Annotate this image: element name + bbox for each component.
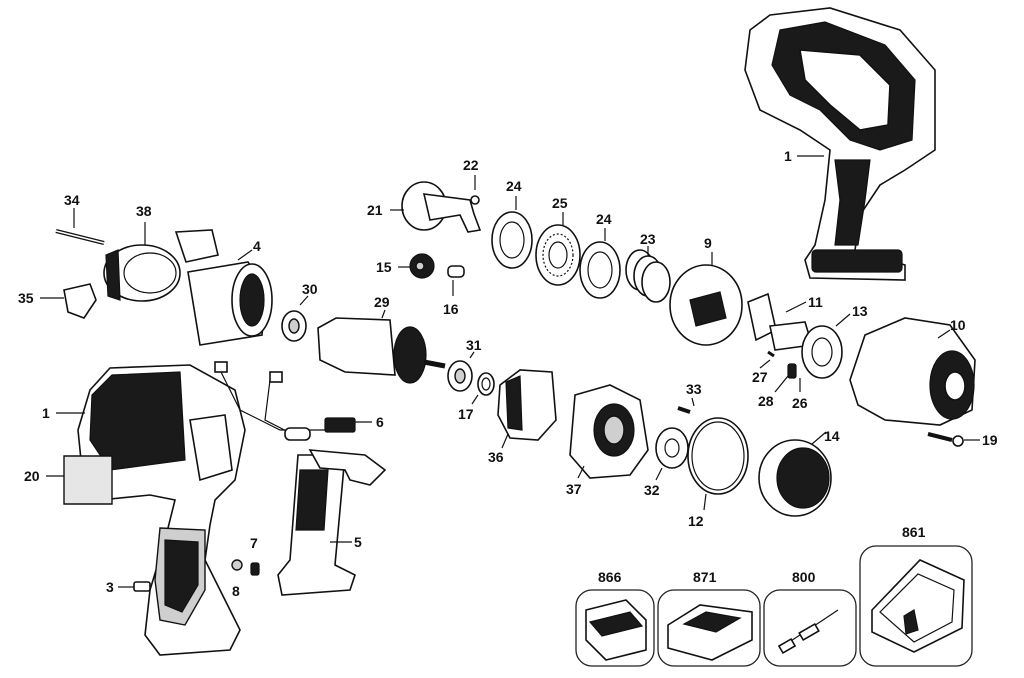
label-accessory-866: 866 bbox=[598, 569, 622, 585]
part-34-long-screw: 34 bbox=[55, 192, 105, 245]
part-11-anvil: 11 bbox=[747, 292, 823, 351]
label-part-16: 16 bbox=[443, 301, 459, 317]
label-part-32: 32 bbox=[644, 482, 660, 498]
part-33-pin: 33 bbox=[677, 381, 702, 414]
housing-half-right: 1 bbox=[744, 7, 936, 281]
part-19-screw: 19 bbox=[927, 432, 998, 448]
label-accessory-800: 800 bbox=[792, 569, 816, 585]
part-22-ball: 22 bbox=[463, 157, 480, 205]
label-part-20: 20 bbox=[24, 468, 40, 484]
part-7-8-small: 7 8 bbox=[231, 535, 260, 599]
label-part-11: 11 bbox=[808, 294, 823, 310]
part-35-brush-holder: 35 bbox=[18, 283, 97, 319]
label-part-28: 28 bbox=[758, 393, 774, 409]
part-13-washer: 13 bbox=[801, 303, 868, 379]
label-part-8: 8 bbox=[232, 583, 240, 599]
label-part-38: 38 bbox=[136, 203, 152, 219]
accessory-case-861: 861 bbox=[859, 524, 973, 667]
part-24-washer-a: 24 bbox=[491, 178, 533, 269]
label-accessory-861: 861 bbox=[902, 524, 926, 540]
part-38-brush-ring: 38 bbox=[103, 203, 219, 302]
label-part-21: 21 bbox=[367, 202, 383, 218]
label-accessory-871: 871 bbox=[693, 569, 717, 585]
part-23-spring: 23 bbox=[625, 231, 671, 303]
label-part-3: 3 bbox=[106, 579, 114, 595]
label-part-37: 37 bbox=[566, 481, 582, 497]
part-4-field: 4 bbox=[187, 238, 273, 346]
part-37-gear-housing: 37 bbox=[566, 384, 649, 497]
label-part-1-left: 1 bbox=[42, 405, 50, 421]
accessory-charger-871: 871 bbox=[657, 569, 761, 667]
label-part-26: 26 bbox=[792, 395, 808, 411]
label-part-35: 35 bbox=[18, 290, 34, 306]
part-5-switch: 5 bbox=[277, 449, 387, 596]
label-part-10: 10 bbox=[950, 317, 966, 333]
label-part-1-top: 1 bbox=[784, 148, 792, 164]
part-25-thrust-bearing: 25 bbox=[535, 195, 581, 286]
label-part-4: 4 bbox=[253, 238, 261, 254]
part-27-28-26-detent: 27 28 26 bbox=[752, 350, 808, 411]
label-part-36: 36 bbox=[488, 449, 504, 465]
label-part-24-a: 24 bbox=[506, 178, 522, 194]
part-17-washer: 17 bbox=[458, 372, 495, 422]
label-part-27: 27 bbox=[752, 369, 768, 385]
label-part-22: 22 bbox=[463, 157, 479, 173]
part-9-hammer: 9 bbox=[669, 235, 743, 346]
part-16-pin: 16 bbox=[443, 265, 465, 317]
part-3-screw: 3 bbox=[106, 579, 151, 595]
part-14-ring-gear: 14 bbox=[758, 428, 840, 517]
label-part-24-b: 24 bbox=[596, 211, 612, 227]
label-part-30: 30 bbox=[302, 281, 318, 297]
label-part-33: 33 bbox=[686, 381, 702, 397]
part-29-armature: 29 bbox=[317, 294, 446, 384]
label-part-13: 13 bbox=[852, 303, 868, 319]
label-part-9: 9 bbox=[704, 235, 712, 251]
label-part-19: 19 bbox=[982, 432, 998, 448]
part-6-wiring: 6 bbox=[214, 361, 384, 441]
label-part-14: 14 bbox=[824, 428, 840, 444]
label-part-25: 25 bbox=[552, 195, 568, 211]
part-32-washer: 32 bbox=[644, 427, 689, 498]
label-part-5: 5 bbox=[354, 534, 362, 550]
label-part-23: 23 bbox=[640, 231, 656, 247]
label-part-29: 29 bbox=[374, 294, 390, 310]
part-12-o-ring: 12 bbox=[687, 417, 749, 529]
part-24-washer-b: 24 bbox=[579, 211, 621, 299]
label-part-17: 17 bbox=[458, 406, 474, 422]
label-part-34: 34 bbox=[64, 192, 80, 208]
label-part-15: 15 bbox=[376, 259, 392, 275]
part-21-spindle: 21 bbox=[367, 181, 482, 233]
part-10-gear-case: 10 bbox=[849, 317, 976, 426]
label-part-31: 31 bbox=[466, 337, 482, 353]
accessory-bit-800: 800 bbox=[763, 569, 857, 667]
part-15-pinion: 15 bbox=[376, 253, 435, 279]
label-part-12: 12 bbox=[688, 513, 704, 529]
label-part-7: 7 bbox=[250, 535, 258, 551]
part-20-label-plate: 20 bbox=[24, 455, 113, 505]
housing-half-left: 1 bbox=[42, 364, 246, 656]
part-36-bracket: 36 bbox=[488, 369, 557, 465]
label-part-6: 6 bbox=[376, 414, 384, 430]
part-31-bearing: 31 bbox=[447, 337, 482, 392]
accessory-battery-866: 866 bbox=[575, 569, 655, 667]
part-30-bearing: 30 bbox=[281, 281, 318, 342]
